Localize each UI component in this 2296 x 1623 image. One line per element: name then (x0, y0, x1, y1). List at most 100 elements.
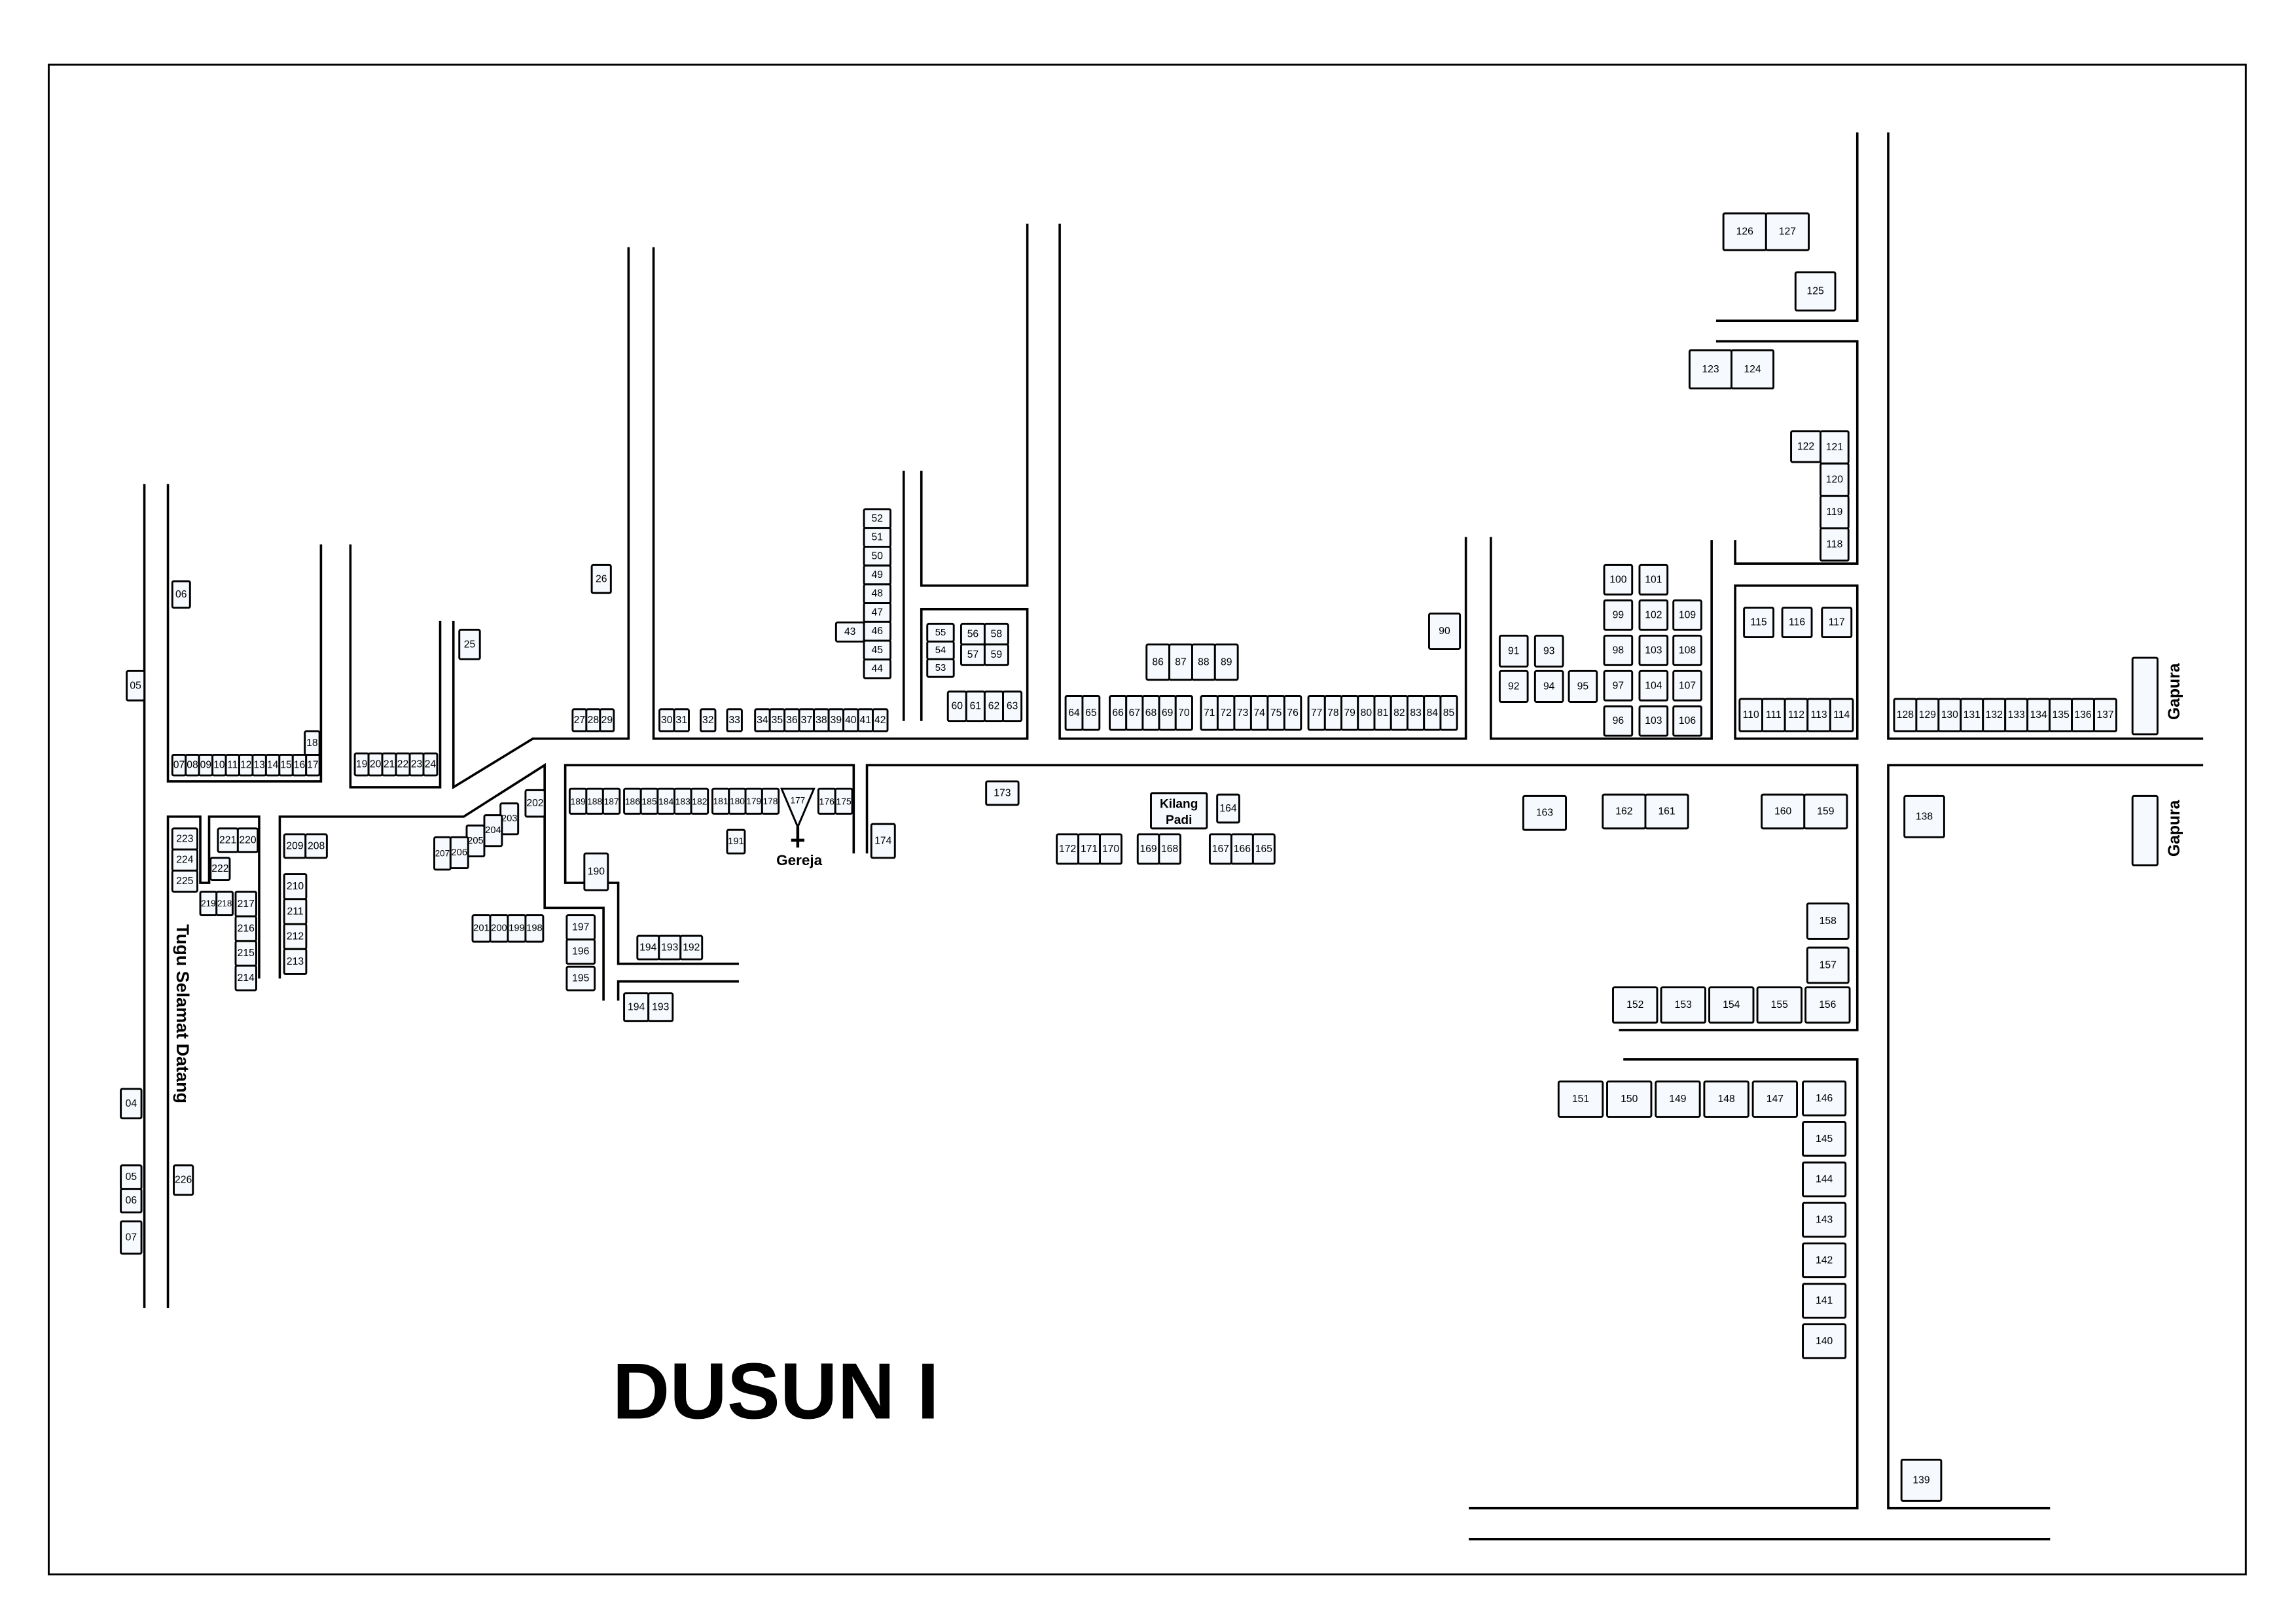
house-number: 80 (1361, 707, 1372, 719)
house-164: 164 (1216, 793, 1240, 824)
house-number: 136 (2074, 709, 2091, 721)
house-number: 34 (757, 715, 768, 726)
house-89: 89 (1213, 643, 1239, 681)
house-number: 63 (1007, 701, 1018, 712)
house-51: 51 (863, 527, 891, 548)
gate-pillar (2131, 794, 2159, 866)
house-62: 62 (983, 690, 1004, 722)
house-127: 127 (1765, 212, 1810, 251)
house-number: 30 (661, 715, 673, 726)
house-number: 226 (175, 1175, 192, 1186)
house-209: 209 (283, 833, 307, 859)
house-20: 20 (367, 752, 384, 777)
house-plot (1603, 669, 1634, 702)
house-number: 135 (2052, 709, 2069, 721)
house-number: 44 (872, 664, 884, 675)
house-207: 207 (433, 836, 452, 871)
house-07: 07 (120, 1220, 143, 1255)
house-86: 86 (1145, 643, 1171, 681)
house-number: 186 (625, 796, 640, 806)
house-number: 58 (991, 629, 1003, 640)
house-plot (872, 708, 889, 732)
house-plot (673, 708, 690, 732)
house-number: 167 (1212, 844, 1229, 855)
house-number: 191 (728, 836, 744, 847)
house-number: 124 (1744, 364, 1761, 375)
house-number: 210 (287, 881, 304, 892)
house-81: 81 (1373, 695, 1392, 731)
house-number: 49 (872, 569, 883, 580)
house-219: 219 (199, 891, 218, 916)
house-number: 139 (1912, 1474, 1929, 1486)
house-05: 05 (126, 669, 146, 702)
house-plot (1802, 1161, 1847, 1198)
house-number: 128 (1897, 709, 1914, 721)
house-162: 162 (1602, 793, 1647, 830)
house-number: 138 (1916, 811, 1933, 822)
house-plot (1439, 695, 1458, 731)
house-111: 111 (1761, 698, 1786, 732)
house-41: 41 (857, 708, 874, 732)
house-number: 109 (1679, 609, 1696, 620)
house-number: 156 (1819, 999, 1836, 1010)
house-plot (1158, 833, 1181, 865)
house-plot (1534, 634, 1564, 668)
house-plot (1672, 669, 1702, 702)
house-189: 189 (568, 787, 588, 815)
house-214: 214 (234, 965, 257, 991)
house-66: 66 (1109, 695, 1128, 731)
house-96: 96 (1603, 705, 1634, 737)
house-number: 142 (1816, 1255, 1833, 1266)
house-number: 146 (1816, 1093, 1833, 1104)
house-100: 100 (1603, 563, 1634, 596)
house-number: 74 (1253, 707, 1265, 719)
house-141: 141 (1802, 1283, 1847, 1319)
house-number: 171 (1081, 844, 1098, 855)
house-number: 16 (294, 760, 306, 771)
house-06: 06 (120, 1188, 143, 1214)
house-24: 24 (422, 752, 439, 777)
house-79: 79 (1340, 695, 1359, 731)
house-number: 21 (384, 759, 395, 770)
house-plot (590, 563, 612, 594)
house-172: 172 (1056, 833, 1080, 865)
house-195: 195 (565, 965, 596, 991)
house-118: 118 (1820, 527, 1850, 562)
house-17: 17 (305, 753, 321, 777)
house-plot (863, 658, 891, 679)
house-123: 123 (1688, 349, 1732, 390)
house-number: 25 (464, 639, 476, 650)
house-134: 134 (2026, 698, 2051, 732)
house-156: 156 (1804, 986, 1851, 1024)
house-201: 201 (471, 914, 492, 943)
house-130: 130 (1937, 698, 1962, 732)
house-14: 14 (264, 753, 281, 777)
house-plot (1612, 986, 1659, 1024)
house-154: 154 (1708, 986, 1755, 1024)
house-137: 137 (2093, 698, 2117, 732)
house-number: 04 (126, 1098, 137, 1109)
house-number: 17 (307, 760, 318, 771)
house-number: 10 (213, 760, 225, 771)
house-114: 114 (1829, 698, 1854, 732)
house-number: 220 (239, 834, 256, 846)
house-plot (120, 1088, 143, 1120)
house-plot (985, 780, 1020, 806)
house-plot (304, 730, 321, 756)
house-number: 96 (1613, 715, 1624, 726)
house-plot (1751, 1080, 1799, 1118)
house-plot (126, 669, 146, 702)
block-outline (1490, 537, 1713, 740)
house-215: 215 (234, 940, 257, 967)
house-08: 08 (185, 753, 200, 777)
house-number: 22 (397, 759, 408, 770)
house-56: 56 (960, 622, 986, 646)
house-number: 94 (1543, 681, 1555, 692)
house-04: 04 (120, 1088, 143, 1120)
house-number: 123 (1702, 364, 1719, 375)
house-number: 215 (238, 948, 255, 959)
house-number: 159 (1817, 806, 1834, 817)
house-number: 153 (1675, 999, 1692, 1010)
house-plot (1638, 705, 1669, 737)
house-93: 93 (1534, 634, 1564, 668)
